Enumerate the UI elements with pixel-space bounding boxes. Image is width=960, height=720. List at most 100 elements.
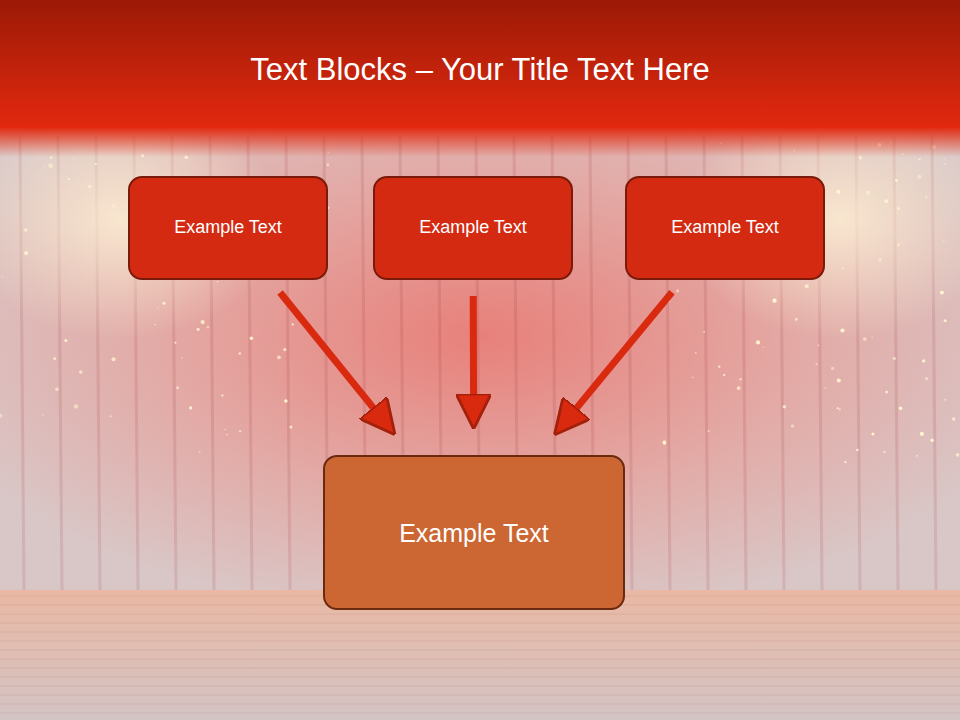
sparkle: [925, 377, 928, 380]
sparkle: [225, 429, 227, 431]
sparkle: [791, 424, 794, 427]
sparkle: [201, 320, 205, 324]
sparkle: [895, 179, 898, 182]
sparkle: [88, 185, 92, 189]
sparkle: [737, 386, 741, 390]
sparkle: [956, 453, 960, 457]
sparkle: [856, 449, 858, 451]
sparkle: [74, 404, 78, 408]
floor-board: [0, 614, 960, 615]
sparkle: [154, 324, 156, 326]
sparkle: [885, 391, 888, 394]
sparkle: [174, 342, 176, 344]
sparkle: [805, 284, 809, 288]
floor-board: [0, 632, 960, 633]
floor-boards: [0, 596, 960, 713]
sparkle: [221, 394, 223, 396]
sparkle: [24, 251, 28, 255]
sparkle: [42, 414, 43, 415]
block-text: Example Text: [419, 217, 527, 239]
slide-title: Text Blocks – Your Title Text Here: [0, 52, 960, 88]
sparkle: [289, 425, 292, 428]
block-text: Example Text: [399, 518, 549, 548]
sparkle: [930, 439, 933, 442]
sparkle: [94, 163, 96, 165]
floor-board: [0, 677, 960, 678]
sparkle: [839, 409, 841, 411]
floor-board: [0, 650, 960, 651]
floor-board: [0, 659, 960, 660]
sparkle: [662, 440, 666, 444]
sparkle: [238, 352, 241, 355]
sparkle: [250, 337, 254, 341]
sparkle: [55, 387, 59, 391]
curtain: [0, 120, 960, 600]
flow-arrow: [470, 296, 477, 415]
sparkle: [863, 337, 867, 341]
sparkle: [68, 178, 70, 180]
sparkle: [756, 340, 760, 344]
sparkle: [919, 158, 921, 160]
sparkle: [718, 365, 721, 368]
sparkle: [897, 244, 900, 247]
text-block: Example Text: [128, 176, 328, 280]
sparkle: [217, 281, 218, 282]
sparkle: [944, 158, 945, 159]
sparkle: [916, 455, 918, 457]
sparkle: [944, 163, 946, 165]
sparkle: [899, 407, 903, 411]
text-block: Example Text: [625, 176, 825, 280]
sparkle: [943, 241, 944, 242]
sparkle: [922, 359, 925, 362]
sparkle: [871, 433, 874, 436]
sparkle: [866, 191, 870, 195]
sparkle: [53, 357, 56, 360]
floor-board: [0, 686, 960, 687]
sparkle: [840, 328, 844, 332]
sparkle: [226, 434, 227, 435]
sparkle: [952, 417, 955, 420]
sparkle: [723, 374, 725, 376]
sparkle: [676, 289, 679, 292]
title-band-fade: [0, 127, 960, 157]
sparkle: [0, 414, 3, 418]
sparkle: [844, 461, 846, 463]
sparkle: [110, 415, 112, 417]
sparkle: [277, 355, 281, 359]
sparkle: [795, 318, 798, 321]
sparkle: [837, 379, 841, 383]
floor-board: [0, 695, 960, 696]
block-text: Example Text: [174, 217, 282, 239]
sparkle: [783, 405, 787, 409]
sparkle: [944, 399, 946, 401]
sparkle: [883, 451, 886, 454]
text-block: Example Text: [373, 176, 573, 280]
sparkle: [207, 326, 210, 329]
sparkle: [189, 406, 192, 409]
sparkle: [663, 442, 666, 445]
sparkle: [199, 451, 201, 453]
floor-board: [0, 641, 960, 642]
floor-board: [0, 623, 960, 624]
sparkle: [1, 276, 2, 277]
title-band: [0, 0, 960, 128]
sparkles: [0, 142, 959, 469]
sparkle: [327, 164, 330, 167]
sparkle: [283, 348, 286, 351]
sparkle: [816, 363, 818, 365]
sparkle: [157, 307, 158, 308]
sparkle: [111, 357, 115, 361]
sparkle: [884, 199, 888, 203]
result-box: Example Text: [323, 455, 625, 610]
sparkle: [824, 387, 826, 389]
sparkle: [897, 207, 900, 210]
sparkle: [772, 299, 776, 303]
sparkle: [695, 352, 697, 354]
sparkle: [284, 399, 288, 403]
sparkle: [48, 164, 52, 168]
flow-arrow: [563, 292, 672, 424]
sparkle: [292, 323, 294, 325]
